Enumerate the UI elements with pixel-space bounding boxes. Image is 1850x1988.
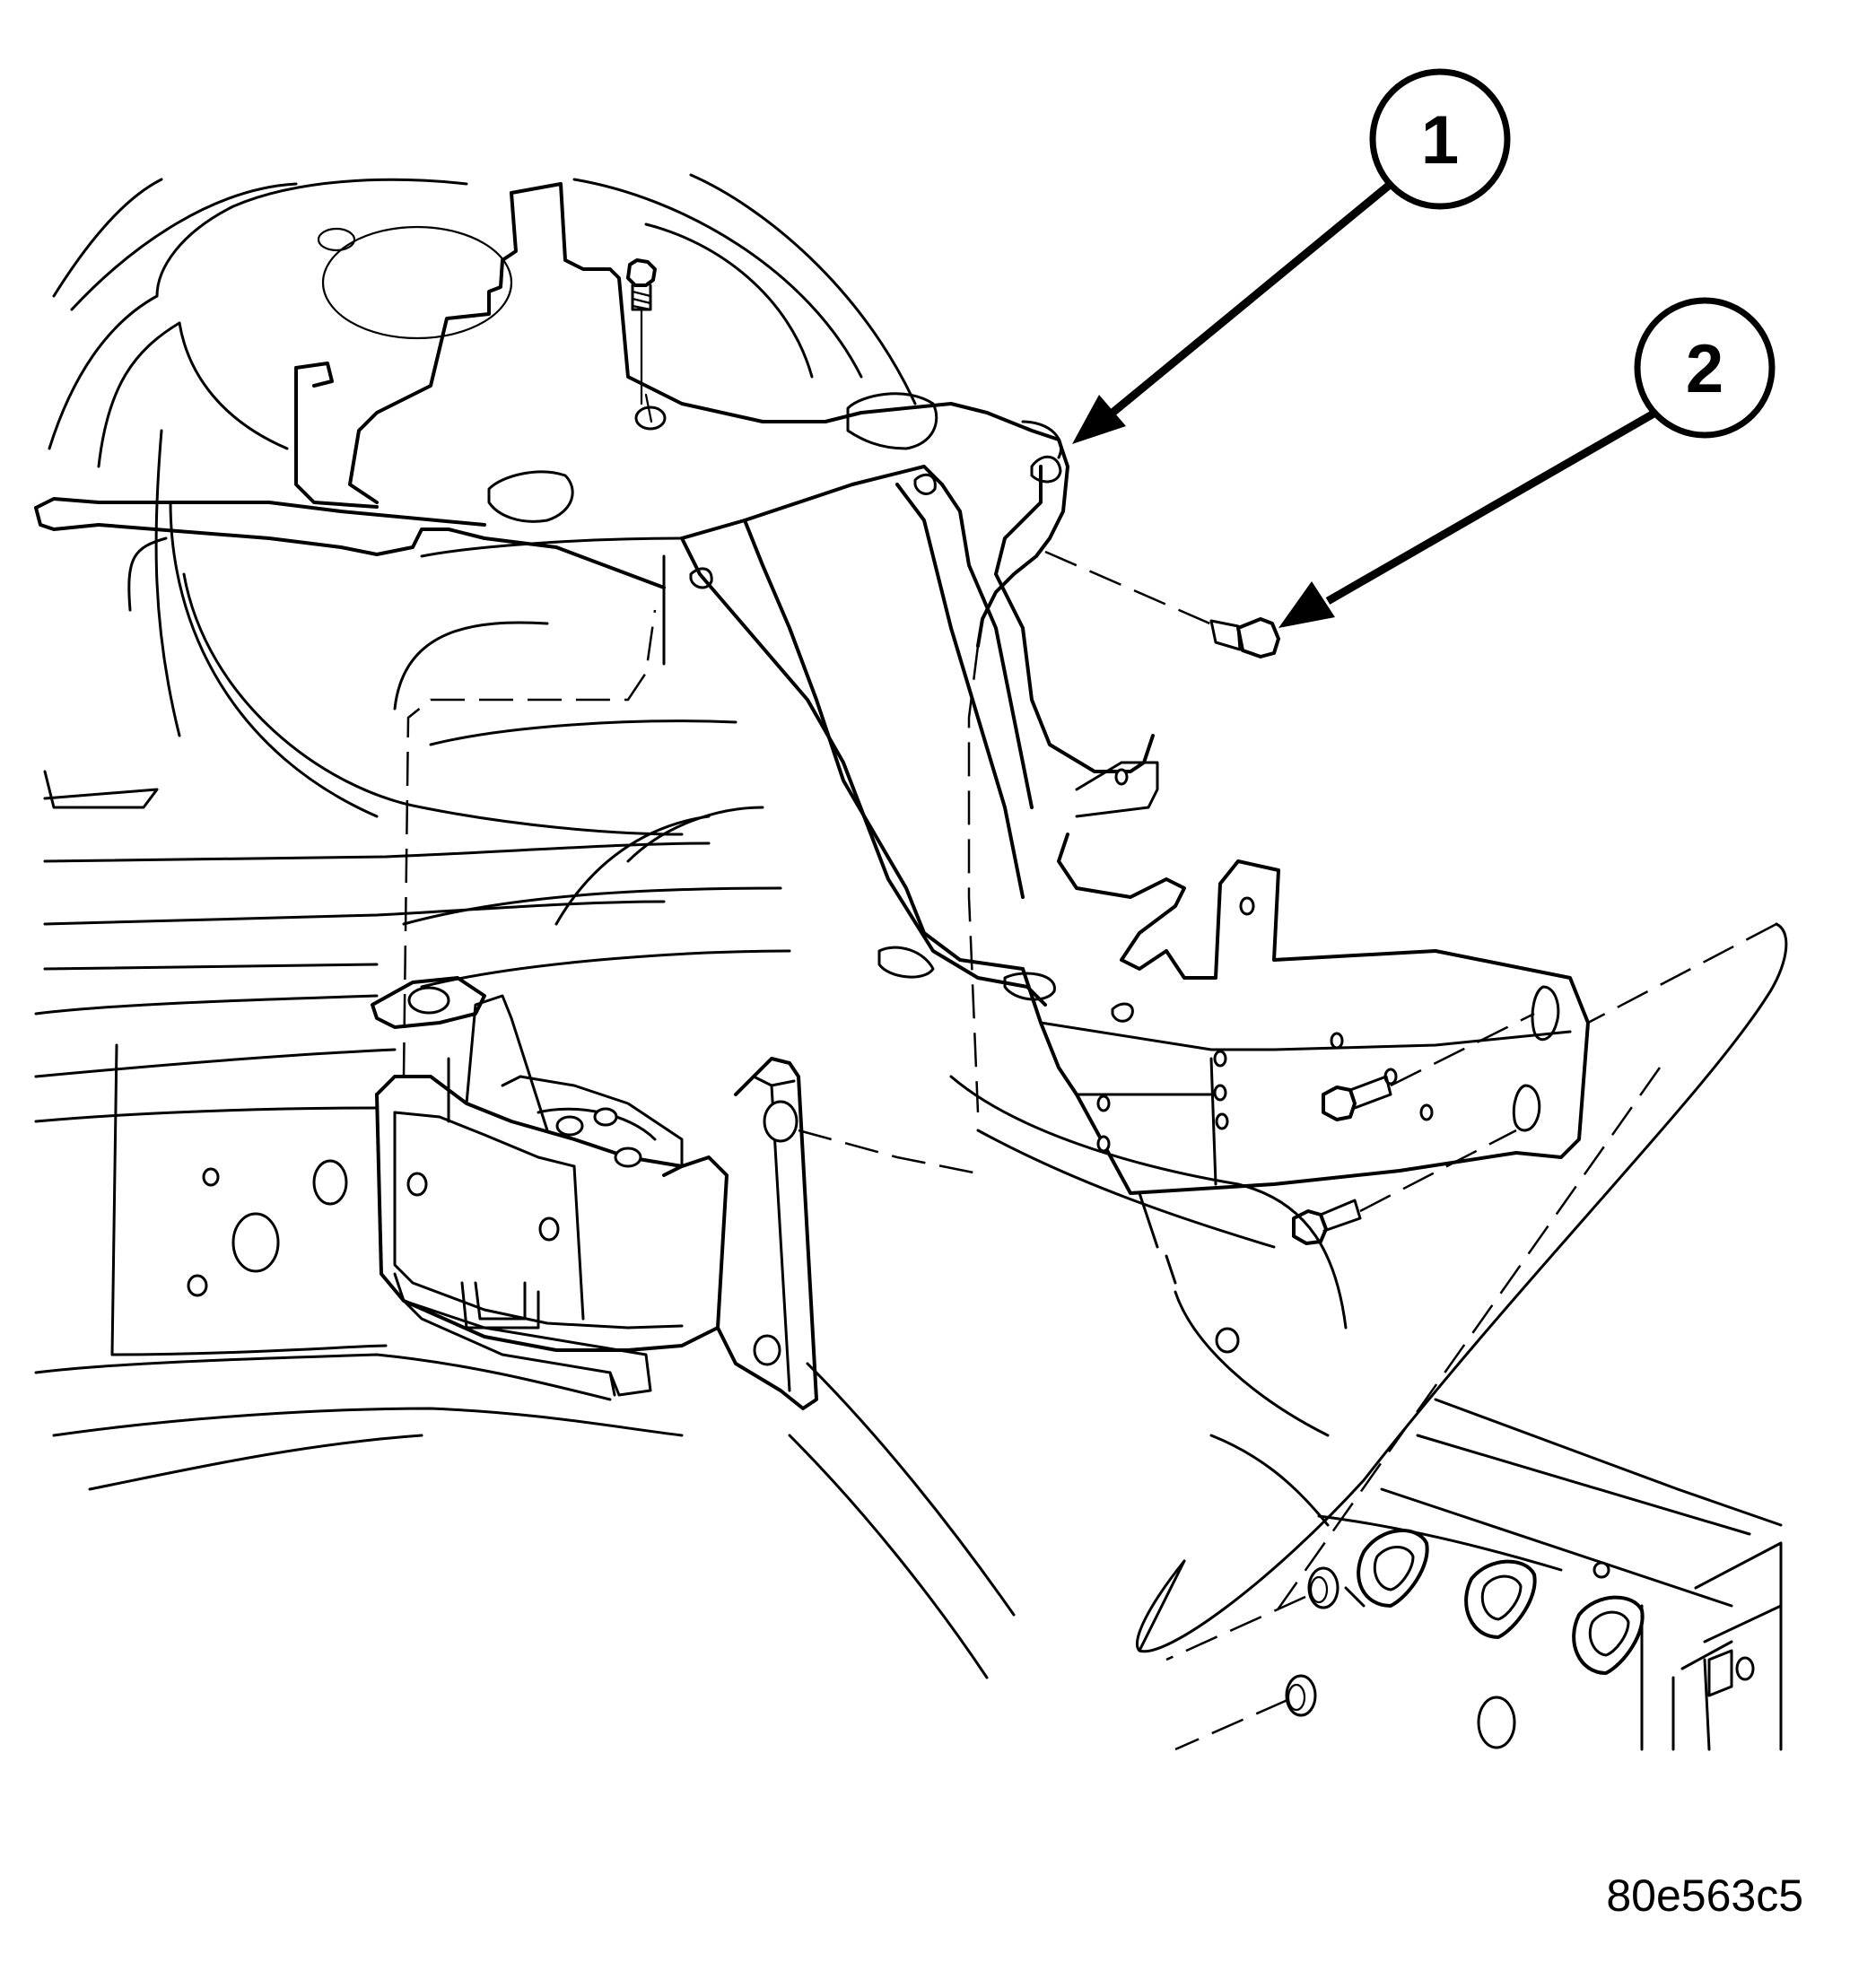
callout-1: 1 — [1072, 68, 1511, 444]
figure-id: 80e563c5 — [1606, 1870, 1803, 1921]
alignment-lines — [402, 609, 988, 1177]
callout-2-label: 2 — [1686, 331, 1723, 407]
bolt-top — [626, 258, 657, 405]
callout-2: 2 — [1278, 297, 1776, 628]
callout-1-label: 1 — [1421, 102, 1459, 179]
bolt-callout-2 — [1044, 550, 1280, 658]
side-bolts — [1292, 1012, 1535, 1245]
control-module — [371, 976, 818, 1410]
detail-body-section — [1135, 922, 1788, 1751]
body-panel-upper — [48, 173, 917, 836]
body-panel-lower — [34, 536, 1348, 1679]
mounting-bracket — [34, 182, 1590, 1195]
